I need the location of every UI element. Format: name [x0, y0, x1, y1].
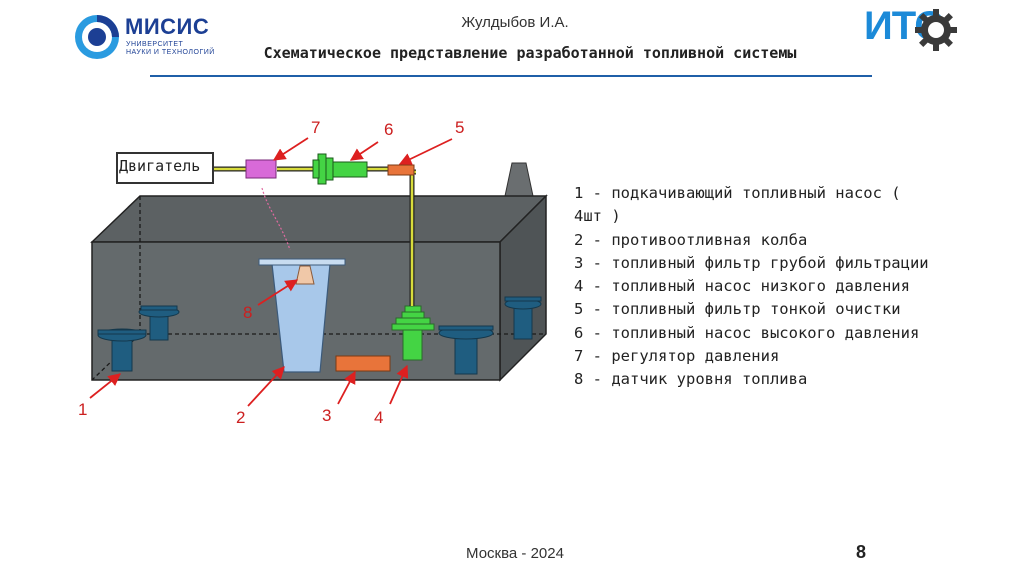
slide-title: Схематическое представление разработанно…	[263, 44, 797, 62]
engine-box	[116, 152, 214, 184]
coarse-fuel-filter	[335, 355, 391, 372]
sensor-wire	[261, 187, 291, 251]
legend-item: 4 - топливный насос низкого давления	[574, 277, 910, 296]
tank-vent-pipe	[504, 162, 534, 197]
fine-fuel-filter	[387, 164, 415, 176]
callout-number-4: 4	[374, 408, 384, 427]
booster-pump-back-left	[138, 305, 180, 341]
footer-city-year: Москва - 2024	[466, 545, 564, 562]
callout-number-1: 1	[78, 400, 88, 419]
callout-number-6: 6	[384, 120, 394, 139]
legend-item: 3 - топливный фильтр грубой фильтрации	[574, 253, 929, 272]
callout-number-8: 8	[243, 303, 253, 322]
misis-logo-subtitle-1: УНИВЕРСИТЕТ	[126, 41, 184, 48]
gear-icon	[915, 9, 957, 51]
misis-logo-subtitle-2: НАУКИ И ТЕХНОЛОГИЙ	[126, 49, 215, 56]
legend-item: 4шт )	[574, 207, 621, 226]
legend-item: 5 - топливный фильтр тонкой очистки	[574, 300, 901, 319]
booster-pump-front-right	[438, 325, 494, 375]
tank-top-face	[90, 195, 548, 243]
callout-number-3: 3	[322, 406, 332, 425]
legend-item: 6 - топливный насос высокого давления	[574, 323, 920, 342]
booster-pump-back-right	[504, 296, 542, 340]
callout-arrow-8	[257, 279, 299, 306]
callout-number-2: 2	[236, 408, 246, 427]
legend-item: 2 - противоотливная колба	[574, 230, 808, 249]
callout-arrow-4	[389, 364, 409, 405]
callout-arrow-6	[349, 141, 379, 161]
booster-pump-front-left	[97, 328, 147, 372]
callout-number-5: 5	[455, 118, 465, 137]
legend-item: 7 - регулятор давления	[574, 347, 780, 366]
title-underline	[150, 75, 872, 77]
pressure-regulator	[245, 159, 277, 179]
callout-arrow-7	[272, 137, 309, 161]
misis-logo-icon	[75, 15, 119, 59]
author-name: Жулдыбов И.А.	[461, 14, 569, 31]
legend-list: 1 - подкачивающий топливный насос ( 4шт …	[574, 182, 929, 392]
legend-item: 1 - подкачивающий топливный насос (	[574, 184, 901, 202]
callout-arrow-3	[337, 370, 356, 405]
page-number: 8	[856, 542, 867, 562]
misis-logo-text: МИСИС	[125, 14, 210, 39]
callout-number-7: 7	[311, 118, 321, 137]
low-pressure-pump	[391, 305, 435, 361]
ito-logo: ИТО	[862, 4, 962, 58]
misis-logo: МИСИС УНИВЕРСИТЕТ НАУКИ И ТЕХНОЛОГИЙ	[72, 10, 222, 66]
callout-arrow-1	[89, 373, 121, 399]
callout-arrow-2	[247, 366, 285, 407]
callout-arrow-5	[398, 138, 453, 165]
high-pressure-pump	[312, 153, 368, 185]
flask-lid	[258, 258, 346, 266]
engine-label: Двигатель	[119, 157, 201, 175]
legend-item: 8 - датчик уровня топлива	[574, 370, 808, 389]
fuel-level-sensor	[295, 265, 315, 285]
